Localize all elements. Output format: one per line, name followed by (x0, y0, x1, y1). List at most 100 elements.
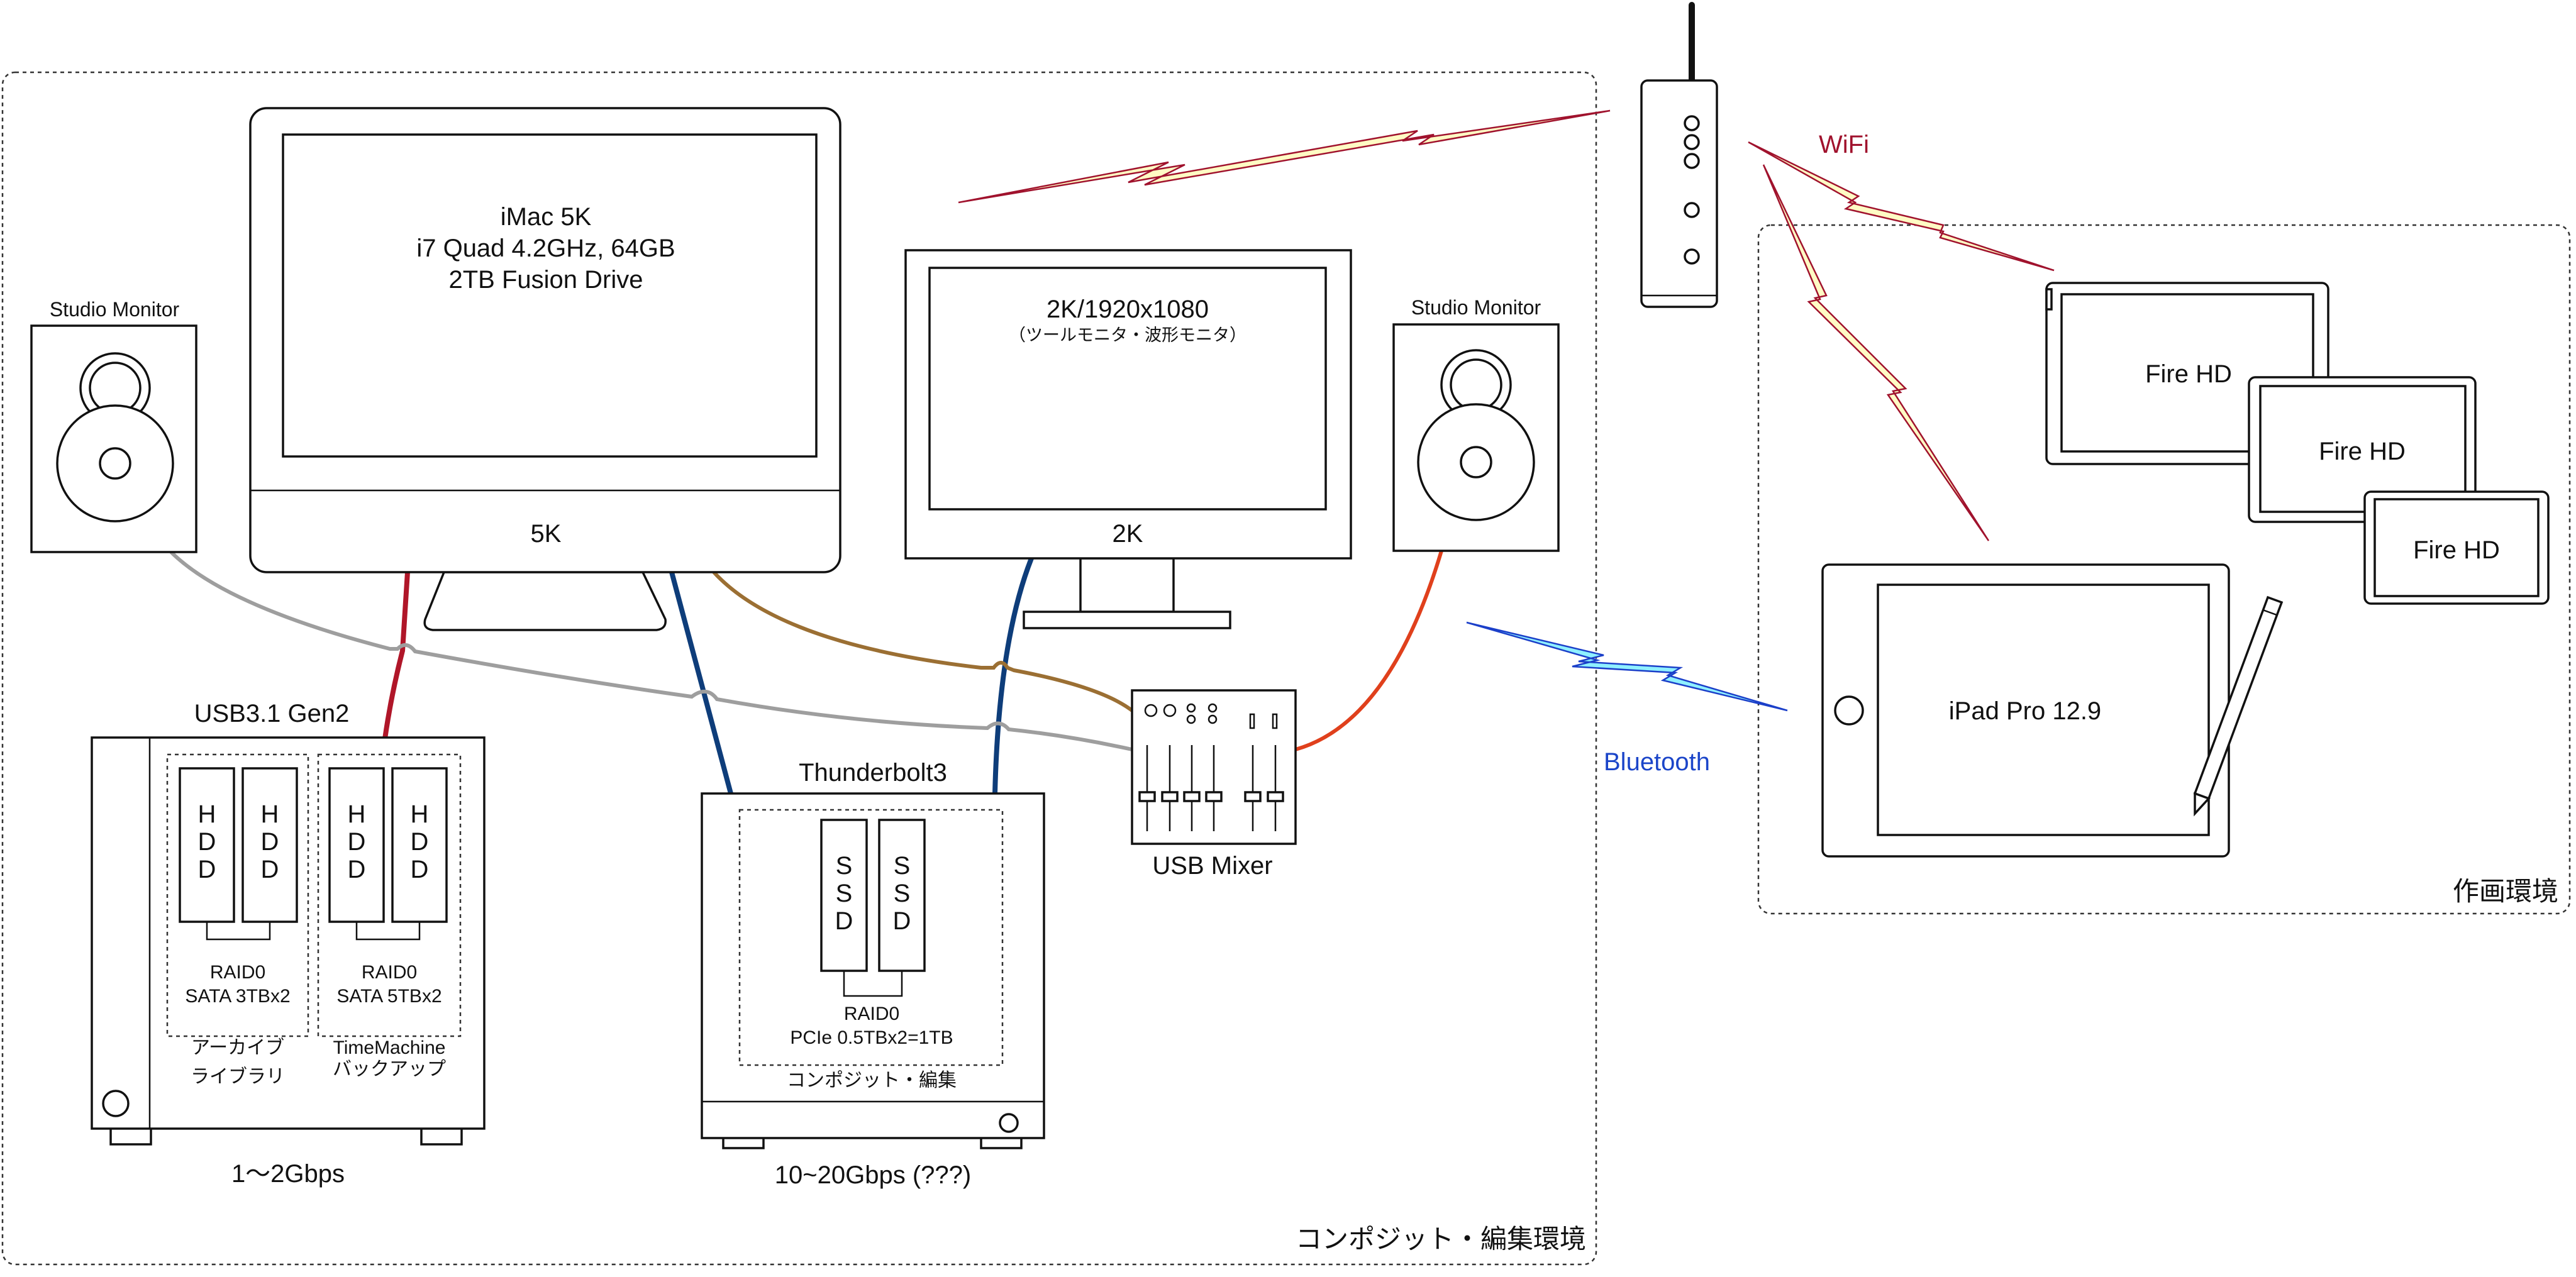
ipad-label: iPad Pro 12.9 (1949, 697, 2101, 725)
svg-text:D: D (411, 856, 429, 883)
router-led (1684, 153, 1700, 169)
svg-text:S: S (894, 852, 911, 880)
fire-hd-label: Fire HD (2413, 536, 2500, 564)
monitor-2k-chin-label: 2K (1113, 520, 1143, 548)
ipad-home-button (1834, 695, 1864, 726)
tb-raid-line2: PCIe 0.5TBx2=1TB (790, 1027, 953, 1048)
mixer-knob (1208, 714, 1218, 724)
tb-raid-line1: RAID0 (844, 1003, 899, 1024)
mixer-fader (1267, 745, 1284, 831)
mixer-knob (1186, 703, 1196, 713)
raid-right-line1: RAID0 (362, 962, 417, 983)
ipad-pro: iPad Pro 12.9 (1821, 563, 2284, 858)
usb-foot-right (420, 1127, 463, 1146)
mixer-knob (1144, 704, 1158, 717)
svg-text:D: D (835, 907, 853, 935)
tb-bay (738, 809, 1004, 1066)
monitor-2k-neck (1079, 557, 1175, 613)
tb-storage-title: Thunderbolt3 (799, 759, 947, 787)
raid-link-right (355, 922, 421, 941)
drawing-zone-label: 作画環境 (2453, 876, 2558, 906)
usb-speed-label: 1〜2Gbps (231, 1160, 345, 1188)
usb-storage-enclosure: USB3.1 Gen2 H D D H D D H D D (91, 700, 486, 1188)
tb-storage-body (701, 792, 1045, 1139)
speaker-right-woofer-cap (1460, 446, 1492, 478)
svg-text:S: S (836, 852, 853, 880)
usb-storage-power-button (102, 1090, 130, 1117)
usage-right-line1: TimeMachine (333, 1037, 446, 1058)
speaker-right-tweeter-inner (1450, 358, 1502, 411)
imac-5k: iMac 5K i7 Quad 4.2GHz, 64GB 2TB Fusion … (249, 107, 841, 631)
usb-mixer: USB Mixer (1131, 689, 1297, 880)
svg-text:D: D (198, 856, 216, 883)
tb-speed-label: 10~20Gbps (???) (775, 1161, 971, 1189)
tb-storage-power-button (999, 1113, 1019, 1133)
usb-bay-right (317, 753, 462, 1037)
svg-text:D: D (261, 828, 279, 856)
bluetooth-label: Bluetooth (1604, 748, 1710, 776)
raid-right-line2: SATA 5TBx2 (336, 986, 441, 1007)
studio-monitor-right-label: Studio Monitor (1411, 296, 1541, 319)
composite-edit-zone (1, 71, 1597, 1266)
ipad-screen (1877, 583, 2210, 836)
usb-bay-left (166, 753, 309, 1037)
speaker-right-cable (1295, 550, 1443, 751)
mixer-label: USB Mixer (1152, 852, 1272, 880)
monitor-2k: 2K/1920x1080 （ツールモニタ・波形モニタ） 2K (904, 249, 1352, 629)
mixer-fader (1205, 745, 1223, 831)
usb-storage-title: USB3.1 Gen2 (194, 700, 350, 727)
ssd-drive: S S D (820, 819, 868, 972)
monitor-2k-title: 2K/1920x1080 (1046, 296, 1209, 323)
mixer-meter (1272, 713, 1278, 729)
thunderbolt-cable (669, 571, 733, 795)
mixer-fader (1183, 745, 1201, 831)
raid-left-line1: RAID0 (210, 962, 265, 983)
mixer-knob (1208, 703, 1218, 713)
fire-hd-label: Fire HD (2145, 360, 2232, 388)
wifi-router (1640, 2, 1718, 308)
mixer-knob (1186, 714, 1196, 724)
imac-chin-label: 5K (531, 520, 562, 548)
raid-link-left (206, 922, 271, 941)
svg-text:D: D (198, 828, 216, 856)
imac-spec: i7 Quad 4.2GHz, 64GB (416, 235, 675, 262)
raid-left-line2: SATA 3TBx2 (185, 986, 290, 1007)
imac-title: iMac 5K (501, 203, 592, 231)
router-led (1684, 248, 1700, 265)
svg-text:H: H (261, 800, 279, 828)
bluetooth-link-ipad (1466, 621, 1788, 712)
svg-text:D: D (348, 828, 366, 856)
wifi-link-imac (958, 109, 1611, 204)
usb-foot-left (109, 1127, 152, 1146)
apple-pencil (2193, 595, 2284, 817)
thunderbolt-storage: Thunderbolt3 S S D S S D RAID0 PCIe 0.5T… (701, 759, 1045, 1189)
monitor-2k-screen (928, 267, 1327, 511)
router-led (1684, 115, 1700, 131)
speaker-left-woofer-cap (99, 447, 131, 480)
hdd-drive: H D D (391, 767, 448, 923)
mixer-meter (1249, 713, 1255, 729)
router-led (1684, 202, 1700, 218)
studio-monitor-left-label: Studio Monitor (50, 298, 180, 321)
svg-text:D: D (893, 907, 911, 935)
mixer-fader (1244, 745, 1262, 831)
mixer-fader (1138, 745, 1156, 831)
svg-text:H: H (348, 800, 366, 828)
usage-right-line2: バックアップ (333, 1059, 446, 1080)
drawing-zone (1757, 224, 2571, 915)
svg-text:H: H (198, 800, 216, 828)
svg-text:S: S (894, 880, 911, 907)
hdd-drive: H D D (242, 767, 298, 923)
svg-text:H: H (411, 800, 429, 828)
imac-storage: 2TB Fusion Drive (449, 266, 643, 294)
hdd-drive: H D D (179, 767, 235, 923)
imac-mixer-cable (712, 570, 1133, 712)
ssd-drive: S S D (878, 819, 926, 972)
router-body (1640, 79, 1718, 308)
svg-text:D: D (261, 856, 279, 883)
svg-text:D: D (348, 856, 366, 883)
imac-screen (282, 133, 818, 458)
studio-monitor-left: Studio Monitor (30, 298, 197, 553)
svg-text:D: D (411, 828, 429, 856)
